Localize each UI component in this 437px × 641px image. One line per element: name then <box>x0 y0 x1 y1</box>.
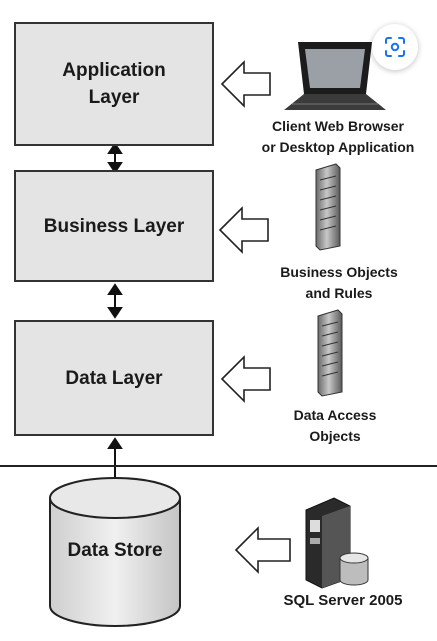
business-layer-box: Business Layer <box>14 170 214 282</box>
data-layer-box: Data Layer <box>14 320 214 436</box>
application-layer-box: Application Layer <box>14 22 214 146</box>
arrow-dao-to-data <box>220 355 271 403</box>
business-objects-caption: Business Objects and Rules <box>280 264 398 301</box>
data-store-label: Data Store <box>67 540 163 561</box>
connector-business-data <box>107 283 123 319</box>
arrow-bo-to-business <box>218 206 269 254</box>
sql-server-caption: SQL Server 2005 <box>283 592 403 609</box>
laptop-icon <box>284 42 386 110</box>
arrow-client-to-app <box>220 60 271 108</box>
server-tower-icon <box>317 309 343 397</box>
lens-button[interactable] <box>372 24 418 70</box>
database-server-icon <box>305 497 369 589</box>
client-caption: Client Web Browser or Desktop Applicatio… <box>261 118 415 155</box>
arrow-sql-to-store <box>234 526 291 574</box>
data-store-cylinder <box>49 477 181 627</box>
connector-app-business <box>107 142 123 174</box>
lens-scan-icon <box>385 37 405 57</box>
data-access-caption: Data Access Objects <box>293 407 377 444</box>
server-tower-icon <box>315 163 341 251</box>
